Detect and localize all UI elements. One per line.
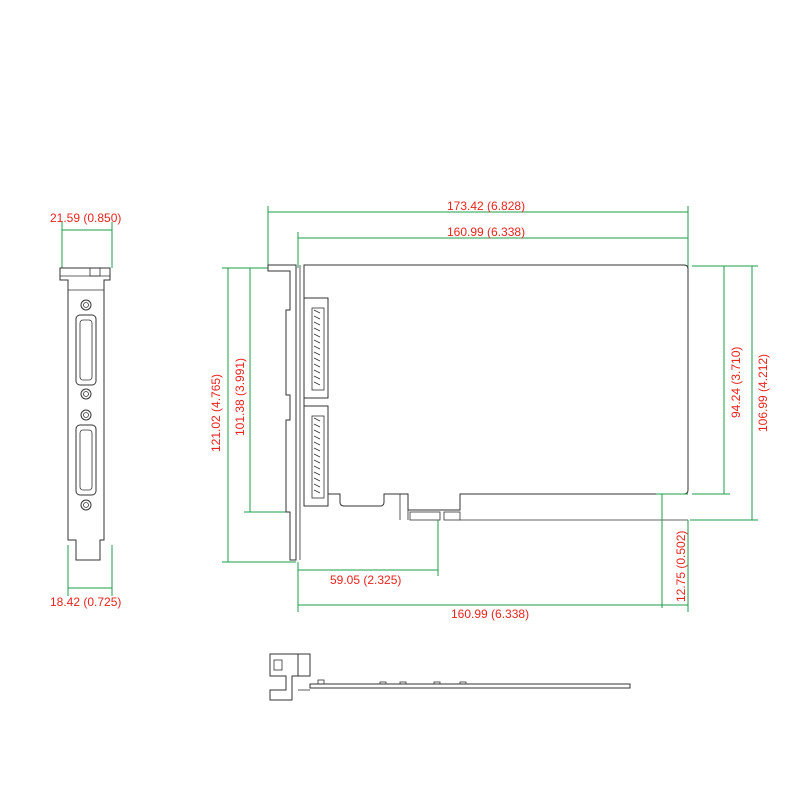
bracket-top-width-label: 21.59 (0.850) xyxy=(50,211,121,225)
edge-connector-height-dimension: 12.75 (0.502) xyxy=(656,493,688,608)
pcb-outline xyxy=(303,264,689,511)
total-height-dimension: 106.99 (4.212) xyxy=(690,265,770,521)
board-length-top-dimension: 160.99 (6.338) xyxy=(297,225,688,268)
bracket-upper-connector xyxy=(75,299,97,400)
bus-offset-dimension: 59.05 (2.325) xyxy=(297,520,439,612)
connector-span-dimension: 101.38 (3.991) xyxy=(233,268,296,513)
top-view-upper-connector xyxy=(303,297,329,399)
board-length-bottom-label: 160.99 (6.338) xyxy=(451,607,529,621)
bracket-bottom-width-label: 18.42 (0.725) xyxy=(50,595,121,609)
edge-connector-height-label: 12.75 (0.502) xyxy=(674,531,688,602)
bracket-top-width-dimension: 21.59 (0.850) xyxy=(50,211,121,268)
board-height-label: 94.24 (3.710) xyxy=(729,347,743,418)
bracket-bottom-width-dimension: 18.42 (0.725) xyxy=(50,545,121,609)
total-height-label: 106.99 (4.212) xyxy=(756,354,770,432)
top-view-lower-connector xyxy=(303,405,329,507)
edge-connector xyxy=(399,494,688,521)
board-length-top-label: 160.99 (6.338) xyxy=(447,225,525,239)
board-height-dimension: 94.24 (3.710) xyxy=(692,265,743,495)
board-length-bottom-dimension: 160.99 (6.338) xyxy=(298,520,689,621)
bracket-height-dimension: 121.02 (4.765) xyxy=(209,267,296,563)
connector-span-label: 101.38 (3.991) xyxy=(233,358,247,436)
bracket-front-view: 21.59 (0.850) xyxy=(50,211,121,609)
bus-offset-label: 59.05 (2.325) xyxy=(330,573,401,587)
board-side-view xyxy=(269,653,631,701)
bracket-lower-connector xyxy=(75,409,97,511)
side-view-board xyxy=(309,683,631,689)
overall-length-dimension: 173.42 (6.828) xyxy=(267,199,689,268)
board-top-view: 173.42 (6.828) 160.99 (6.338) 121.02 (4.… xyxy=(209,199,770,621)
top-view-bracket xyxy=(267,264,297,561)
overall-length-label: 173.42 (6.828) xyxy=(447,199,525,213)
bracket-height-label: 121.02 (4.765) xyxy=(209,374,223,452)
